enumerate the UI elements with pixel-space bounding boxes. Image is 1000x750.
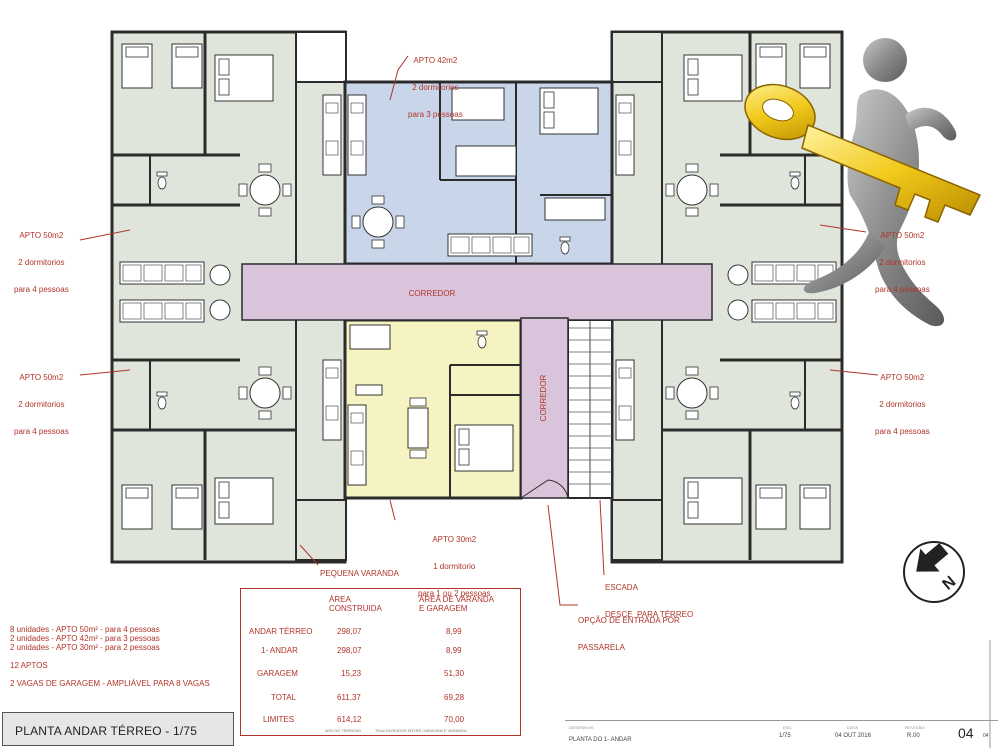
apto42-label: APTO 42m2 2 dormitorios para 3 pessoas [408, 56, 463, 119]
summary-line: 12 APTOS [10, 661, 48, 670]
revisao-label: REVISÃO [905, 725, 925, 730]
row-varanda: 8,99 [446, 627, 462, 636]
apto50-label-top-right: APTO 50m2 2 dormitorios para 4 pessoas [875, 231, 930, 294]
table-note: 40% DO TERRENO [325, 728, 361, 733]
row-label: LIMITES [263, 715, 295, 724]
row-construida: 611,37 [337, 693, 361, 702]
row-label: 1- ANDAR [261, 646, 298, 655]
header-construida: ÁREA CONSTRUIDA [329, 595, 382, 613]
area-table: ÁREA CONSTRUIDA ÁREA DE VARANDA E GARAGE… [240, 588, 521, 736]
summary-line [10, 670, 240, 679]
row-varanda: 69,28 [444, 693, 465, 702]
header-varanda: ÁREA DE VARANDA E GARAGEM [419, 595, 494, 613]
title-block: DESENHOS PLANTA DO 1- ANDAR ESC 1/75 DAT… [565, 720, 998, 749]
sheet-number-small: 04 [983, 733, 989, 739]
corredor-vertical [520, 317, 569, 499]
summary-line: 2 unidades - APTO 42m² - para 3 pessoas [10, 634, 160, 643]
apto-30-unit [343, 318, 523, 500]
esc-label: ESC [783, 725, 793, 730]
apto-42-unit [343, 80, 614, 266]
corredor-v-label: CORREDOR [539, 374, 548, 421]
corredor-h-label: CORREDOR [409, 289, 456, 298]
stair-steps [568, 327, 612, 485]
unit-summary: 8 unidades - APTO 50m² - para 4 pessoas … [10, 625, 240, 688]
revisao-value: R.00 [907, 733, 920, 739]
row-varanda: 51,30 [444, 669, 465, 678]
summary-line [10, 652, 240, 661]
row-label: ANDAR TÉRREO [249, 627, 313, 636]
north-arrow: N [903, 541, 965, 603]
stairs [567, 319, 613, 499]
varanda-label: PEQUENA VARANDA [320, 569, 399, 578]
corredor-horizontal [241, 263, 713, 321]
sheet-number: 04 [958, 725, 974, 741]
row-construida: 614,12 [337, 715, 362, 724]
apto50-label-top-left: APTO 50m2 2 dormitorios para 4 pessoas [14, 231, 69, 294]
row-varanda: 8,99 [446, 646, 462, 655]
escada-label: ESCADA DESCE PARA TÉRREO [605, 583, 694, 619]
entrada-label: OPÇÃO DE ENTRADA POR PASSARELA [578, 616, 680, 652]
row-label: GARAGEM [257, 669, 298, 678]
row-construida: 298,07 [337, 627, 362, 636]
row-construida: 15,23 [341, 669, 362, 678]
summary-line: 8 unidades - APTO 50m² - para 4 pessoas [10, 625, 160, 634]
apto50-label-mid-left: APTO 50m2 2 dormitorios para 4 pessoas [14, 373, 69, 436]
table-note: 70m2 DIVIDIDOS ENTRE GARAGEM E VARANDA [375, 728, 467, 733]
key-figure-logo [744, 38, 982, 327]
apto30-label: APTO 30m2 1 dormitorio para 1 ou 2 pesso… [418, 535, 491, 598]
data-value: 04 OUT 2016 [835, 733, 871, 739]
entry-door [520, 479, 569, 499]
drawing-title-box: PLANTA ANDAR TÉRREO - 1/75 [2, 712, 234, 746]
row-varanda: 70,00 [444, 715, 465, 724]
summary-line: 2 VAGAS DE GARAGEM - AMPLIÁVEL PARA 8 VA… [10, 679, 210, 688]
leader-lines [79, 55, 879, 606]
data-label: DATA [847, 725, 859, 730]
drawing-title: PLANTA ANDAR TÉRREO - 1/75 [15, 724, 198, 738]
row-construida: 298,07 [337, 646, 362, 655]
summary-line: 2 unidades - APTO 30m² - para 2 pessoas [10, 643, 160, 652]
apto50-label-mid-right: APTO 50m2 2 dormitorios para 4 pessoas [875, 373, 930, 436]
escala-value: 1/75 [779, 733, 791, 739]
row-label: TOTAL [271, 693, 297, 702]
desenhos-label: DESENHOS [569, 725, 594, 730]
desenho-name: PLANTA DO 1- ANDAR [569, 737, 632, 743]
